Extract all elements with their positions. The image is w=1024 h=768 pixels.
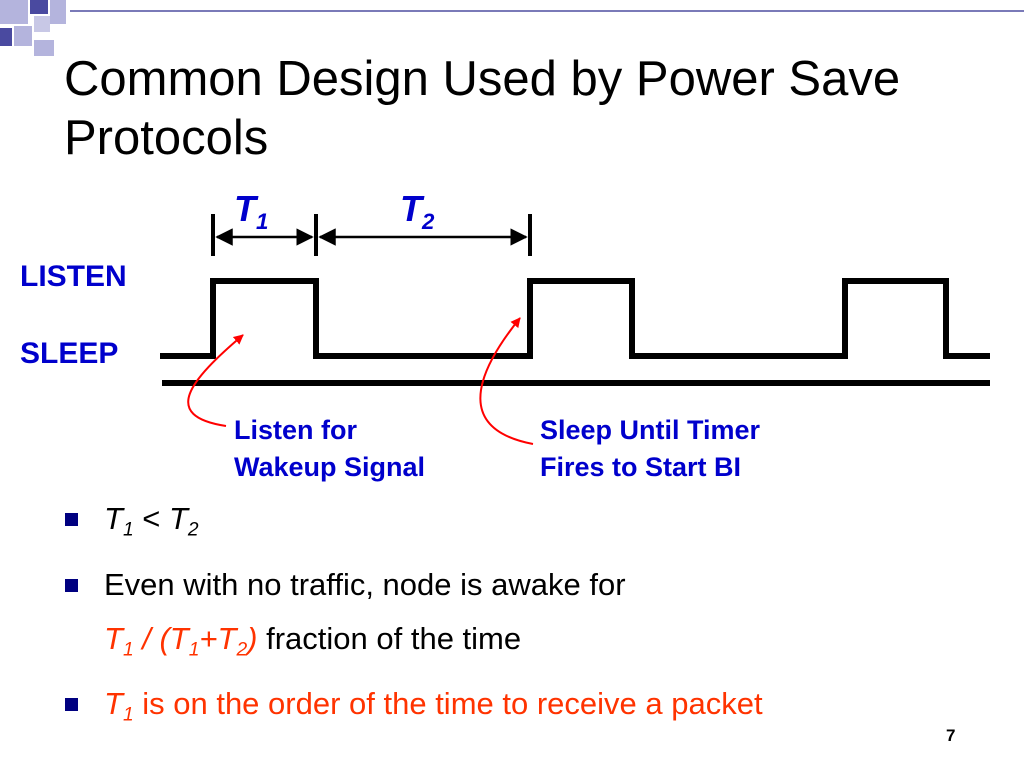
t2-label-subscript: 2 <box>422 208 435 234</box>
deco-square <box>50 0 66 24</box>
bullet-item: T1 is on the order of the time to receiv… <box>60 677 1000 743</box>
bullet-2-text: Even with no traffic, node is awake for <box>104 566 626 602</box>
formula-close: ) <box>247 620 258 656</box>
t2-label: T2 <box>400 188 434 235</box>
formula-mid: / (T <box>133 620 189 656</box>
formula-mid-sub: 1 <box>188 639 200 661</box>
bullet-1-t1: T <box>104 501 123 536</box>
bullet-list: T1 < T2 Even with no traffic, node is aw… <box>60 492 1000 743</box>
deco-square <box>14 26 32 46</box>
deco-square <box>30 0 48 14</box>
listen-annotation-line1: Listen for <box>234 415 358 445</box>
deco-square <box>0 28 12 46</box>
deco-square <box>34 40 54 56</box>
sleep-annotation-line2: Fires to Start BI <box>540 452 742 482</box>
listen-annotation-line2: Wakeup Signal <box>234 452 426 482</box>
slide-title: Common Design Used by Power Save Protoco… <box>64 52 901 165</box>
corner-decoration <box>0 0 1024 56</box>
formula-t1: T <box>104 620 123 656</box>
bullet-3-t1: T <box>104 686 123 722</box>
deco-bar <box>70 10 1024 12</box>
bullet-1-t2-sub: 2 <box>187 519 199 541</box>
t2-label-text: T <box>400 188 422 229</box>
bullet-2-continuation-text: fraction of the time <box>257 620 522 656</box>
formula-plus-sub: 2 <box>236 639 248 661</box>
bullet-item: Even with no traffic, node is awake for <box>60 558 1000 612</box>
duty-cycle-diagram: T1 T2 LISTEN SLEEP Listen for Wakeup Sig… <box>0 180 1024 510</box>
formula-plus: +T <box>199 620 237 656</box>
bullet-continuation: T1 / (T1+T2) fraction of the time <box>60 612 1000 678</box>
t1-label-text: T <box>234 188 256 229</box>
t1-label: T1 <box>234 188 268 235</box>
deco-square <box>34 16 50 32</box>
t1-label-subscript: 1 <box>256 208 269 234</box>
bullet-3-t1-sub: 1 <box>122 705 134 727</box>
deco-square <box>0 0 28 24</box>
listen-state-label: LISTEN <box>20 260 127 293</box>
listen-annotation: Listen for Wakeup Signal <box>234 412 425 486</box>
bullet-2-formula: T1 / (T1+T2) <box>104 620 258 661</box>
bullet-1-t2: T <box>168 501 188 536</box>
sleep-annotation-arrow <box>479 317 534 445</box>
listen-annotation-arrow <box>187 334 244 427</box>
bullet-item: T1 < T2 <box>60 492 1000 558</box>
bullet-1-operator: < <box>133 501 169 536</box>
listen-sleep-waveform <box>160 278 990 359</box>
page-number: 7 <box>946 726 956 745</box>
bullet-3-text: is on the order of the time to receive a… <box>133 686 763 722</box>
duty-cycle-svg <box>160 214 990 445</box>
formula-t1-sub: 1 <box>122 639 134 661</box>
bullet-1-t1-sub: 1 <box>122 519 134 541</box>
sleep-annotation-line1: Sleep Until Timer <box>540 415 761 445</box>
sleep-annotation: Sleep Until Timer Fires to Start BI <box>540 412 760 486</box>
sleep-state-label: SLEEP <box>20 337 119 370</box>
